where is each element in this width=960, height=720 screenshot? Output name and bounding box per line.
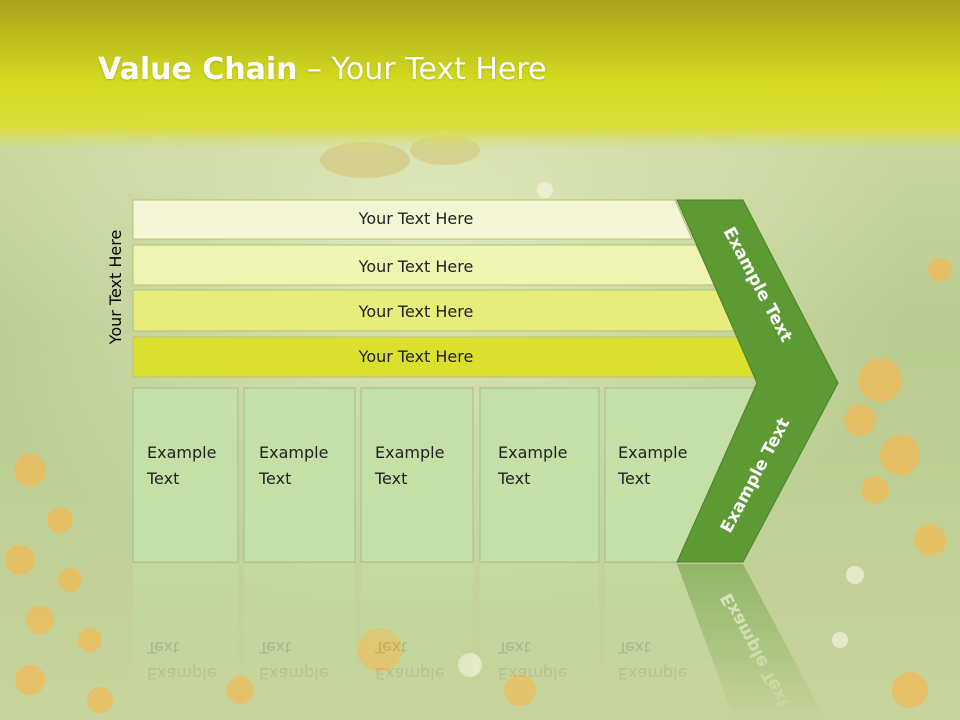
box-2-line1: Example	[259, 443, 328, 462]
box-2-line2: Text	[258, 469, 291, 488]
bar-4[interactable]: Your Text Here	[132, 336, 763, 378]
bar-3-label: Your Text Here	[358, 302, 474, 321]
reflection-box-5-line1: Example	[618, 664, 687, 683]
box-4-line1: Example	[498, 443, 567, 462]
title-band	[0, 0, 960, 150]
reflection-box-5-line2: Text	[617, 638, 650, 657]
box-3-line2: Text	[374, 469, 407, 488]
reflection-box-3-line2: Text	[374, 638, 407, 657]
box-5-line2: Text	[617, 469, 650, 488]
box-4[interactable]: Example Text	[479, 387, 600, 563]
box-2[interactable]: Example Text	[243, 387, 356, 563]
box-5-line1: Example	[618, 443, 687, 462]
bar-1[interactable]: Your Text Here	[132, 199, 693, 240]
title-rest: – Your Text Here	[297, 52, 547, 87]
bar-4-label: Your Text Here	[358, 347, 474, 366]
box-5[interactable]: Example Text	[604, 387, 761, 563]
reflection-box-2-line1: Example	[259, 664, 328, 683]
bar-group: Your Text Here Your Text Here Your Text …	[132, 199, 763, 378]
title-bold: Value Chain	[98, 52, 298, 87]
bar-2[interactable]: Your Text Here	[132, 244, 716, 286]
box-3-line1: Example	[375, 443, 444, 462]
box-4-line2: Text	[497, 469, 530, 488]
bar-3[interactable]: Your Text Here	[132, 289, 739, 332]
reflection: Example Text Example Text Example Text E…	[133, 564, 826, 720]
reflection-box-2-line2: Text	[258, 638, 291, 657]
reflection-box-4-line2: Text	[497, 638, 530, 657]
box-1-line2: Text	[146, 469, 179, 488]
bar-2-label: Your Text Here	[358, 257, 474, 276]
reflection-box-3-line1: Example	[375, 664, 444, 683]
reflection-box-4-line1: Example	[498, 664, 567, 683]
bar-1-label: Your Text Here	[358, 209, 474, 228]
box-1[interactable]: Example Text	[132, 387, 239, 563]
reflection-box-1-line2: Text	[146, 638, 179, 657]
chevron-arrow[interactable]: Example Text Example Text	[676, 199, 839, 563]
box-group: Example Text Example Text Example Text E…	[132, 387, 761, 563]
box-1-line1: Example	[147, 443, 216, 462]
page-title: Value Chain – Your Text Here	[98, 52, 547, 87]
box-3[interactable]: Example Text	[360, 387, 474, 563]
reflection-box-1-line1: Example	[147, 664, 216, 683]
